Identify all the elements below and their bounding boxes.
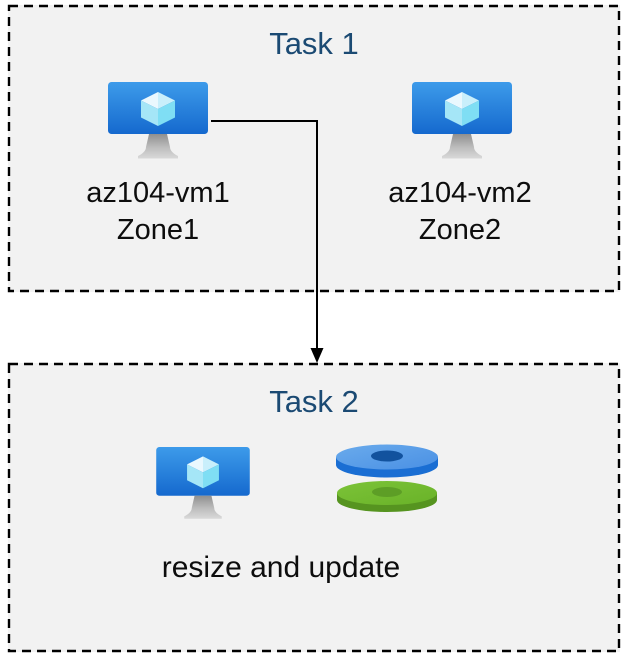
task2-caption: resize and update (161, 551, 401, 584)
virtual-machine-icon (156, 447, 250, 522)
vm2-figure (412, 82, 512, 162)
vm1-zone: Zone1 (116, 214, 200, 246)
task2-title: Task 2 (269, 384, 359, 419)
task2-group: Task 2 resize and update (8, 363, 620, 652)
vm2-name: az104-vm2 (388, 177, 532, 209)
task1-title: Task 1 (269, 26, 359, 61)
task2-vm-figure (156, 447, 250, 522)
task1-group: Task 1 az104-vm1 Zone1 az104-vm2 Zone2 (8, 5, 620, 292)
virtual-machine-icon (108, 82, 208, 162)
flow-arrow-head (310, 348, 324, 363)
vm1-label: az104-vm1 Zone1 (58, 175, 258, 249)
virtual-machine-icon (412, 82, 512, 162)
managed-disks-icon (335, 443, 439, 513)
task2-disks-figure (335, 443, 439, 513)
vm2-zone: Zone2 (418, 214, 502, 246)
vm2-label: az104-vm2 Zone2 (360, 175, 560, 249)
vm1-figure (108, 82, 208, 162)
vm1-name: az104-vm1 (86, 177, 230, 209)
